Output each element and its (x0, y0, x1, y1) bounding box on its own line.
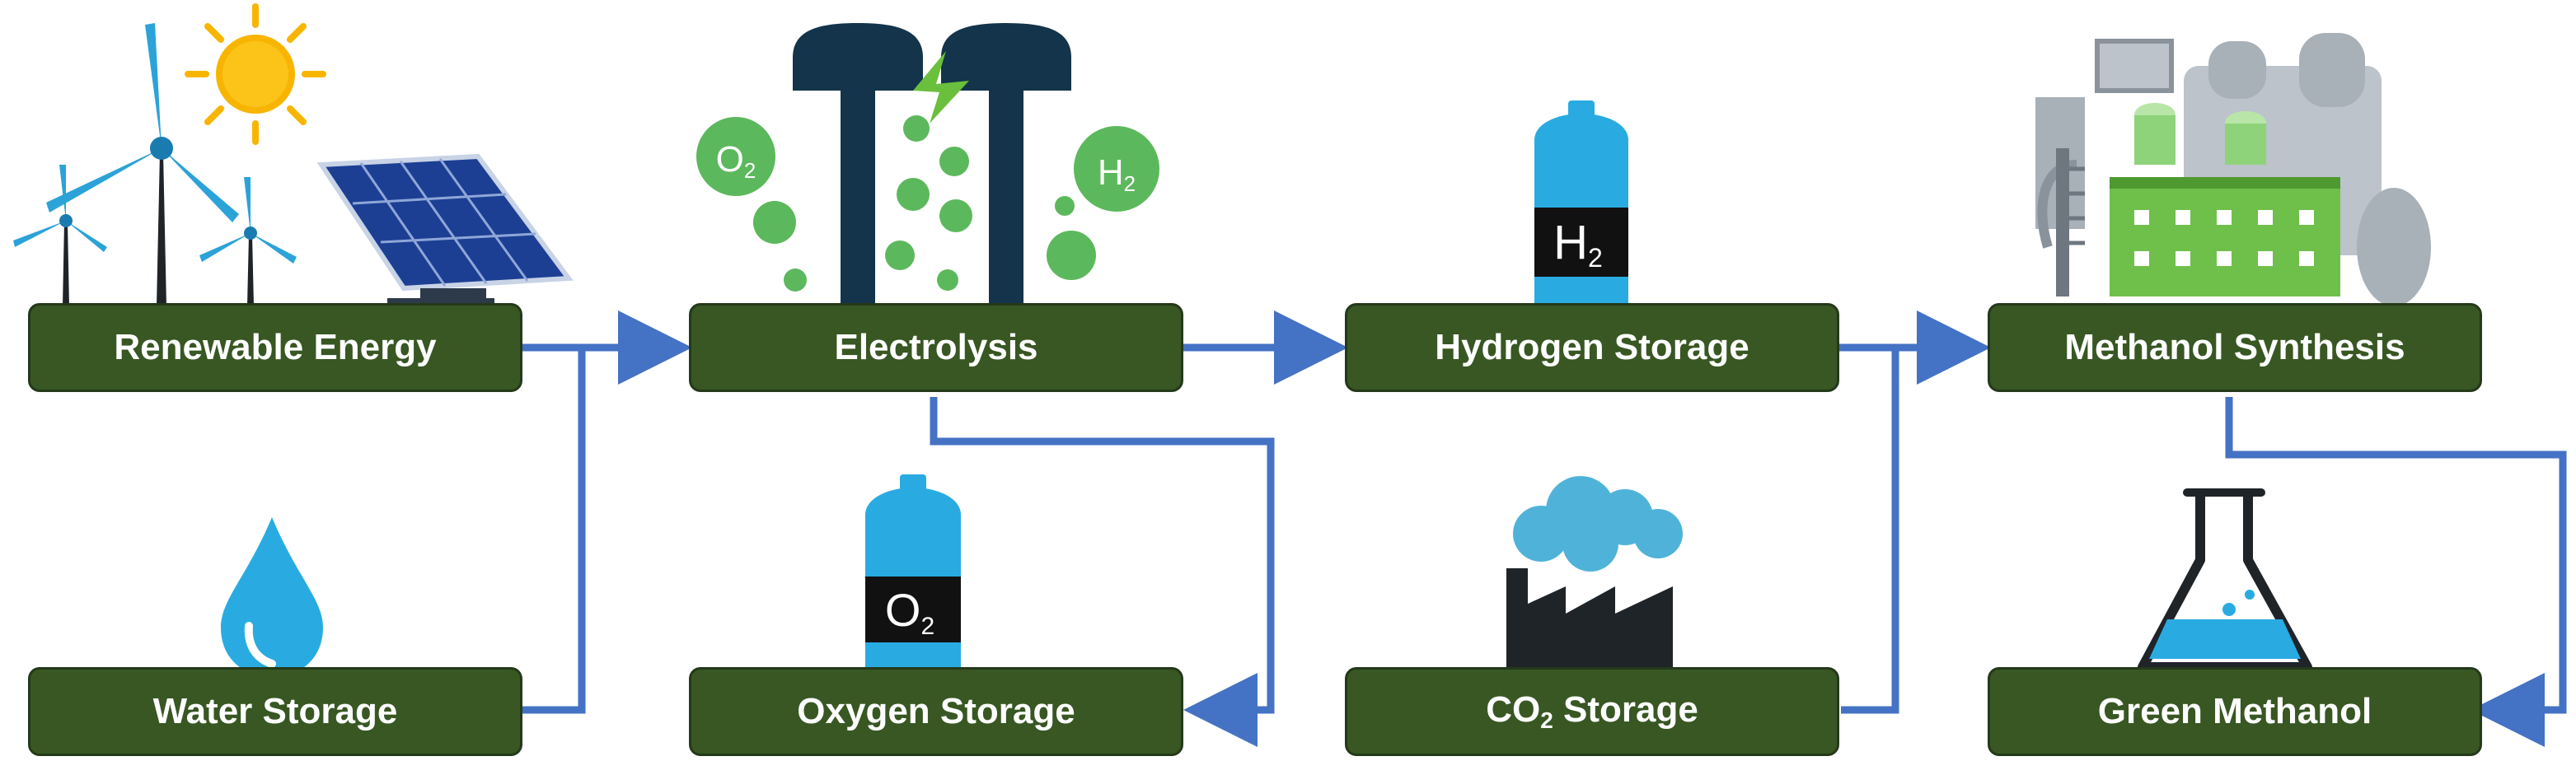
node-label: Oxygen Storage (797, 691, 1075, 731)
electrode-icon (941, 23, 1071, 306)
hydrogen-bubble-icon: H2 (1074, 126, 1159, 212)
renewable-energy-icon (13, 3, 574, 308)
node-label: Methanol Synthesis (2064, 327, 2405, 367)
green-methanol-node: Green Methanol (1988, 667, 2482, 756)
small-wind-turbine-icon (199, 177, 297, 306)
oxygen-tank-icon: O2 (865, 474, 961, 669)
methanol-plant-icon (2035, 33, 2431, 306)
electrolysis-node: Electrolysis (689, 303, 1183, 392)
small-wind-turbine-icon (13, 165, 107, 306)
svg-text:H2: H2 (1098, 152, 1136, 196)
svg-text:H2: H2 (1553, 216, 1603, 273)
node-label: Renewable Energy (114, 327, 437, 367)
electrode-icon (793, 23, 923, 306)
arrow-water-to-electrolysis (522, 348, 586, 714)
hydrogen-tank-icon: H2 (1534, 100, 1628, 306)
arrow-methanol-to-green (2225, 397, 2567, 747)
water-storage-node: Water Storage (28, 667, 522, 756)
flask-icon (2138, 488, 2312, 672)
bubble-icon (753, 115, 1096, 292)
node-label: Hydrogen Storage (1435, 327, 1749, 367)
node-label: Water Storage (152, 691, 398, 731)
arrow-co2-to-methanol (1841, 348, 1899, 714)
wind-turbine-icon (46, 23, 239, 306)
arrow-electrolysis-to-oxygen (930, 397, 1275, 747)
methanol-synthesis-node: Methanol Synthesis (1988, 303, 2482, 392)
renewable-energy-node: Renewable Energy (28, 303, 522, 392)
co2-storage-node: CO2 Storage (1345, 667, 1839, 756)
sun-icon (185, 3, 326, 145)
oxygen-storage-node: Oxygen Storage (689, 667, 1183, 756)
node-label: Green Methanol (2097, 691, 2372, 731)
lightning-icon (913, 51, 969, 124)
electrolysis-icon (753, 23, 1096, 306)
solar-panel-icon (316, 153, 574, 308)
water-drop-icon (221, 517, 323, 677)
hydrogen-storage-node: Hydrogen Storage (1345, 303, 1839, 392)
svg-text:O2: O2 (716, 139, 756, 183)
node-label: CO2 Storage (1486, 689, 1698, 733)
factory-icon (1506, 476, 1683, 667)
cloud-icon (1513, 476, 1683, 572)
node-label: Electrolysis (834, 327, 1038, 367)
connector-arrows (518, 310, 2567, 747)
oxygen-bubble-icon: O2 (696, 117, 775, 196)
svg-text:O2: O2 (885, 584, 934, 640)
